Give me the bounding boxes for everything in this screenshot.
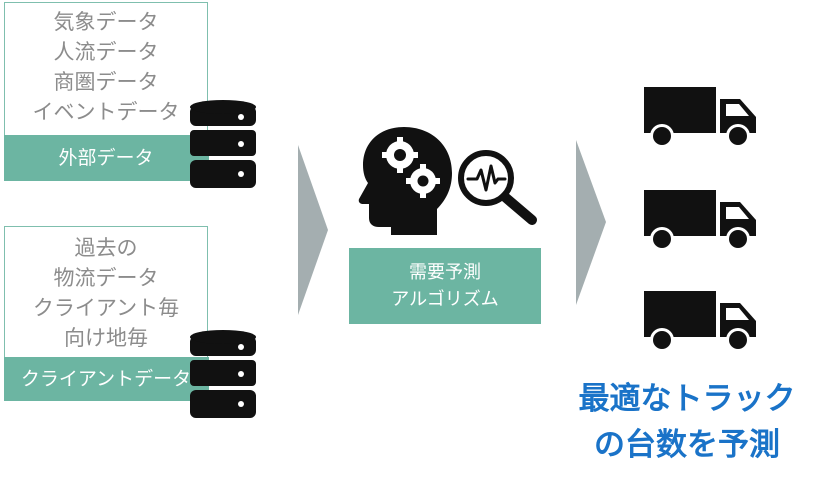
result-text-line: 最適なトラック [578,381,796,417]
client-data-label: クライアントデータ [3,356,209,401]
external-data-label: 外部データ [3,134,209,181]
client-data-item: 物流データ [53,266,159,290]
chevron-arrow-icon [576,140,606,305]
client-data-item: クライアント毎 [32,296,180,320]
truck-icon [644,190,756,251]
algorithm-label-line: アルゴリズム [391,289,499,310]
result-text-line: の台数を予測 [594,427,780,463]
external-data-panel: 気象データ 人流データ 商圏データ イベントデータ 外部データ [3,2,209,181]
truck-icon [644,87,756,148]
external-data-list: 気象データ 人流データ 商圏データ イベントデータ [5,7,207,127]
external-data-item: 人流データ [53,40,159,64]
client-data-item: 過去の [74,236,138,260]
client-data-panel: 過去の 物流データ クライアント毎 向け地毎 クライアントデータ [3,226,209,401]
magnifier-pulse-icon [458,150,537,225]
algorithm-label-line: 需要予測 [409,262,481,283]
demand-forecast-algorithm-box: 需要予測 アルゴリズム [349,248,541,324]
client-data-item: 向け地毎 [64,326,148,350]
database-icon [190,330,256,418]
result-text: 最適なトラック の台数を予測 [552,376,822,468]
external-data-item: 気象データ [53,10,159,34]
chevron-arrow-icon [298,145,328,315]
database-icon [190,100,256,188]
brain-gears-icon [358,127,452,235]
client-data-list: 過去の 物流データ クライアント毎 向け地毎 [5,233,207,353]
truck-icon [644,291,756,352]
external-data-item: 商圏データ [53,70,159,94]
external-data-item: イベントデータ [32,100,180,124]
